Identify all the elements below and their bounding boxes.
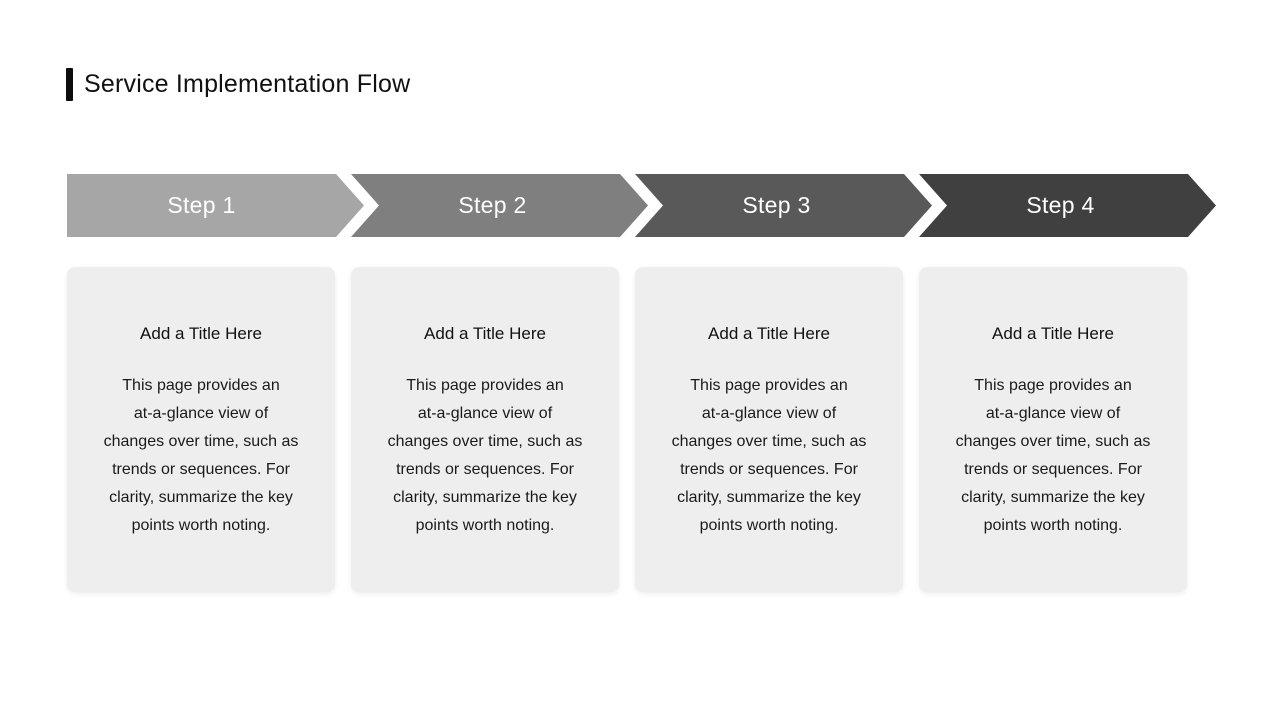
step-label: Step 3	[742, 192, 811, 218]
info-card-4: Add a Title Here This page provides an a…	[919, 267, 1187, 592]
step-chevron-1: Step 1	[67, 174, 364, 237]
title-accent-bar	[66, 68, 73, 101]
card-title: Add a Title Here	[424, 324, 546, 343]
step-cards-row: Add a Title Here This page provides an a…	[67, 267, 1187, 592]
card-body: This page provides an at-a-glance view o…	[955, 377, 1151, 534]
process-steps: Step 1 Step 2 Step 3 Step 4	[67, 174, 1215, 237]
card-body: This page provides an at-a-glance view o…	[387, 377, 583, 534]
card-title: Add a Title Here	[992, 324, 1114, 343]
info-card-2: Add a Title Here This page provides an a…	[351, 267, 619, 592]
step-label: Step 1	[167, 192, 236, 218]
card-body: This page provides an at-a-glance view o…	[103, 377, 299, 534]
step-chevron-2: Step 2	[351, 174, 648, 237]
step-label: Step 4	[1026, 192, 1095, 218]
info-card-1: Add a Title Here This page provides an a…	[67, 267, 335, 592]
card-body: This page provides an at-a-glance view o…	[671, 377, 867, 534]
page-title-block: Service Implementation Flow	[66, 68, 410, 101]
page-title: Service Implementation Flow	[84, 70, 411, 98]
step-chevron-3: Step 3	[635, 174, 932, 237]
card-title: Add a Title Here	[708, 324, 830, 343]
step-label: Step 2	[458, 192, 527, 218]
card-title: Add a Title Here	[140, 324, 262, 343]
info-card-3: Add a Title Here This page provides an a…	[635, 267, 903, 592]
step-chevron-4: Step 4	[919, 174, 1216, 237]
